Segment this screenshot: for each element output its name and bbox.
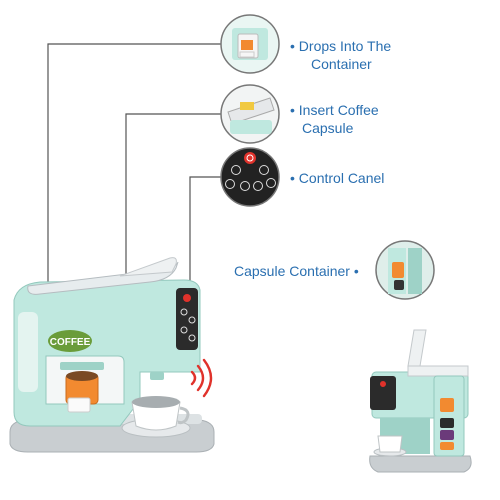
callout-control-panel: • Control Canel [290, 169, 384, 187]
bullet-icon: • [290, 170, 299, 186]
control-panel-thumbnail [220, 147, 280, 207]
callout-2-line2: Capsule [302, 120, 354, 136]
callout-insert-coffee-capsule: • Insert Coffee Capsule [290, 101, 379, 137]
callout-drops-into-container: • Drops Into The Container [290, 37, 391, 73]
coffee-machine-small [369, 329, 472, 473]
bullet-icon: • [290, 102, 299, 118]
leader-line-drops [47, 43, 222, 372]
sound-waves-icon [190, 358, 213, 398]
leader-line-capsule [125, 113, 222, 283]
drop-container-thumbnail [220, 14, 280, 74]
coffee-logo-text: COFFEE [50, 337, 91, 348]
callout-2-line1: Insert Coffee [298, 102, 379, 118]
capsule-lid-thumbnail [220, 84, 280, 144]
callout-4-line1: Capsule Container [234, 263, 350, 279]
leader-lines [47, 43, 222, 372]
bullet-icon: • [290, 38, 299, 54]
callout-1-line2: Container [311, 56, 372, 72]
callout-capsule-container: Capsule Container • [234, 262, 359, 280]
bullet-icon: • [349, 263, 359, 279]
coffee-machine-large: COFFEE [9, 257, 215, 453]
callout-1-line1: Drops Into The [298, 38, 392, 54]
leader-line-control [189, 176, 222, 290]
callout-3-line1: Control Canel [298, 170, 385, 186]
capsule-container-thumbnail [375, 240, 435, 300]
